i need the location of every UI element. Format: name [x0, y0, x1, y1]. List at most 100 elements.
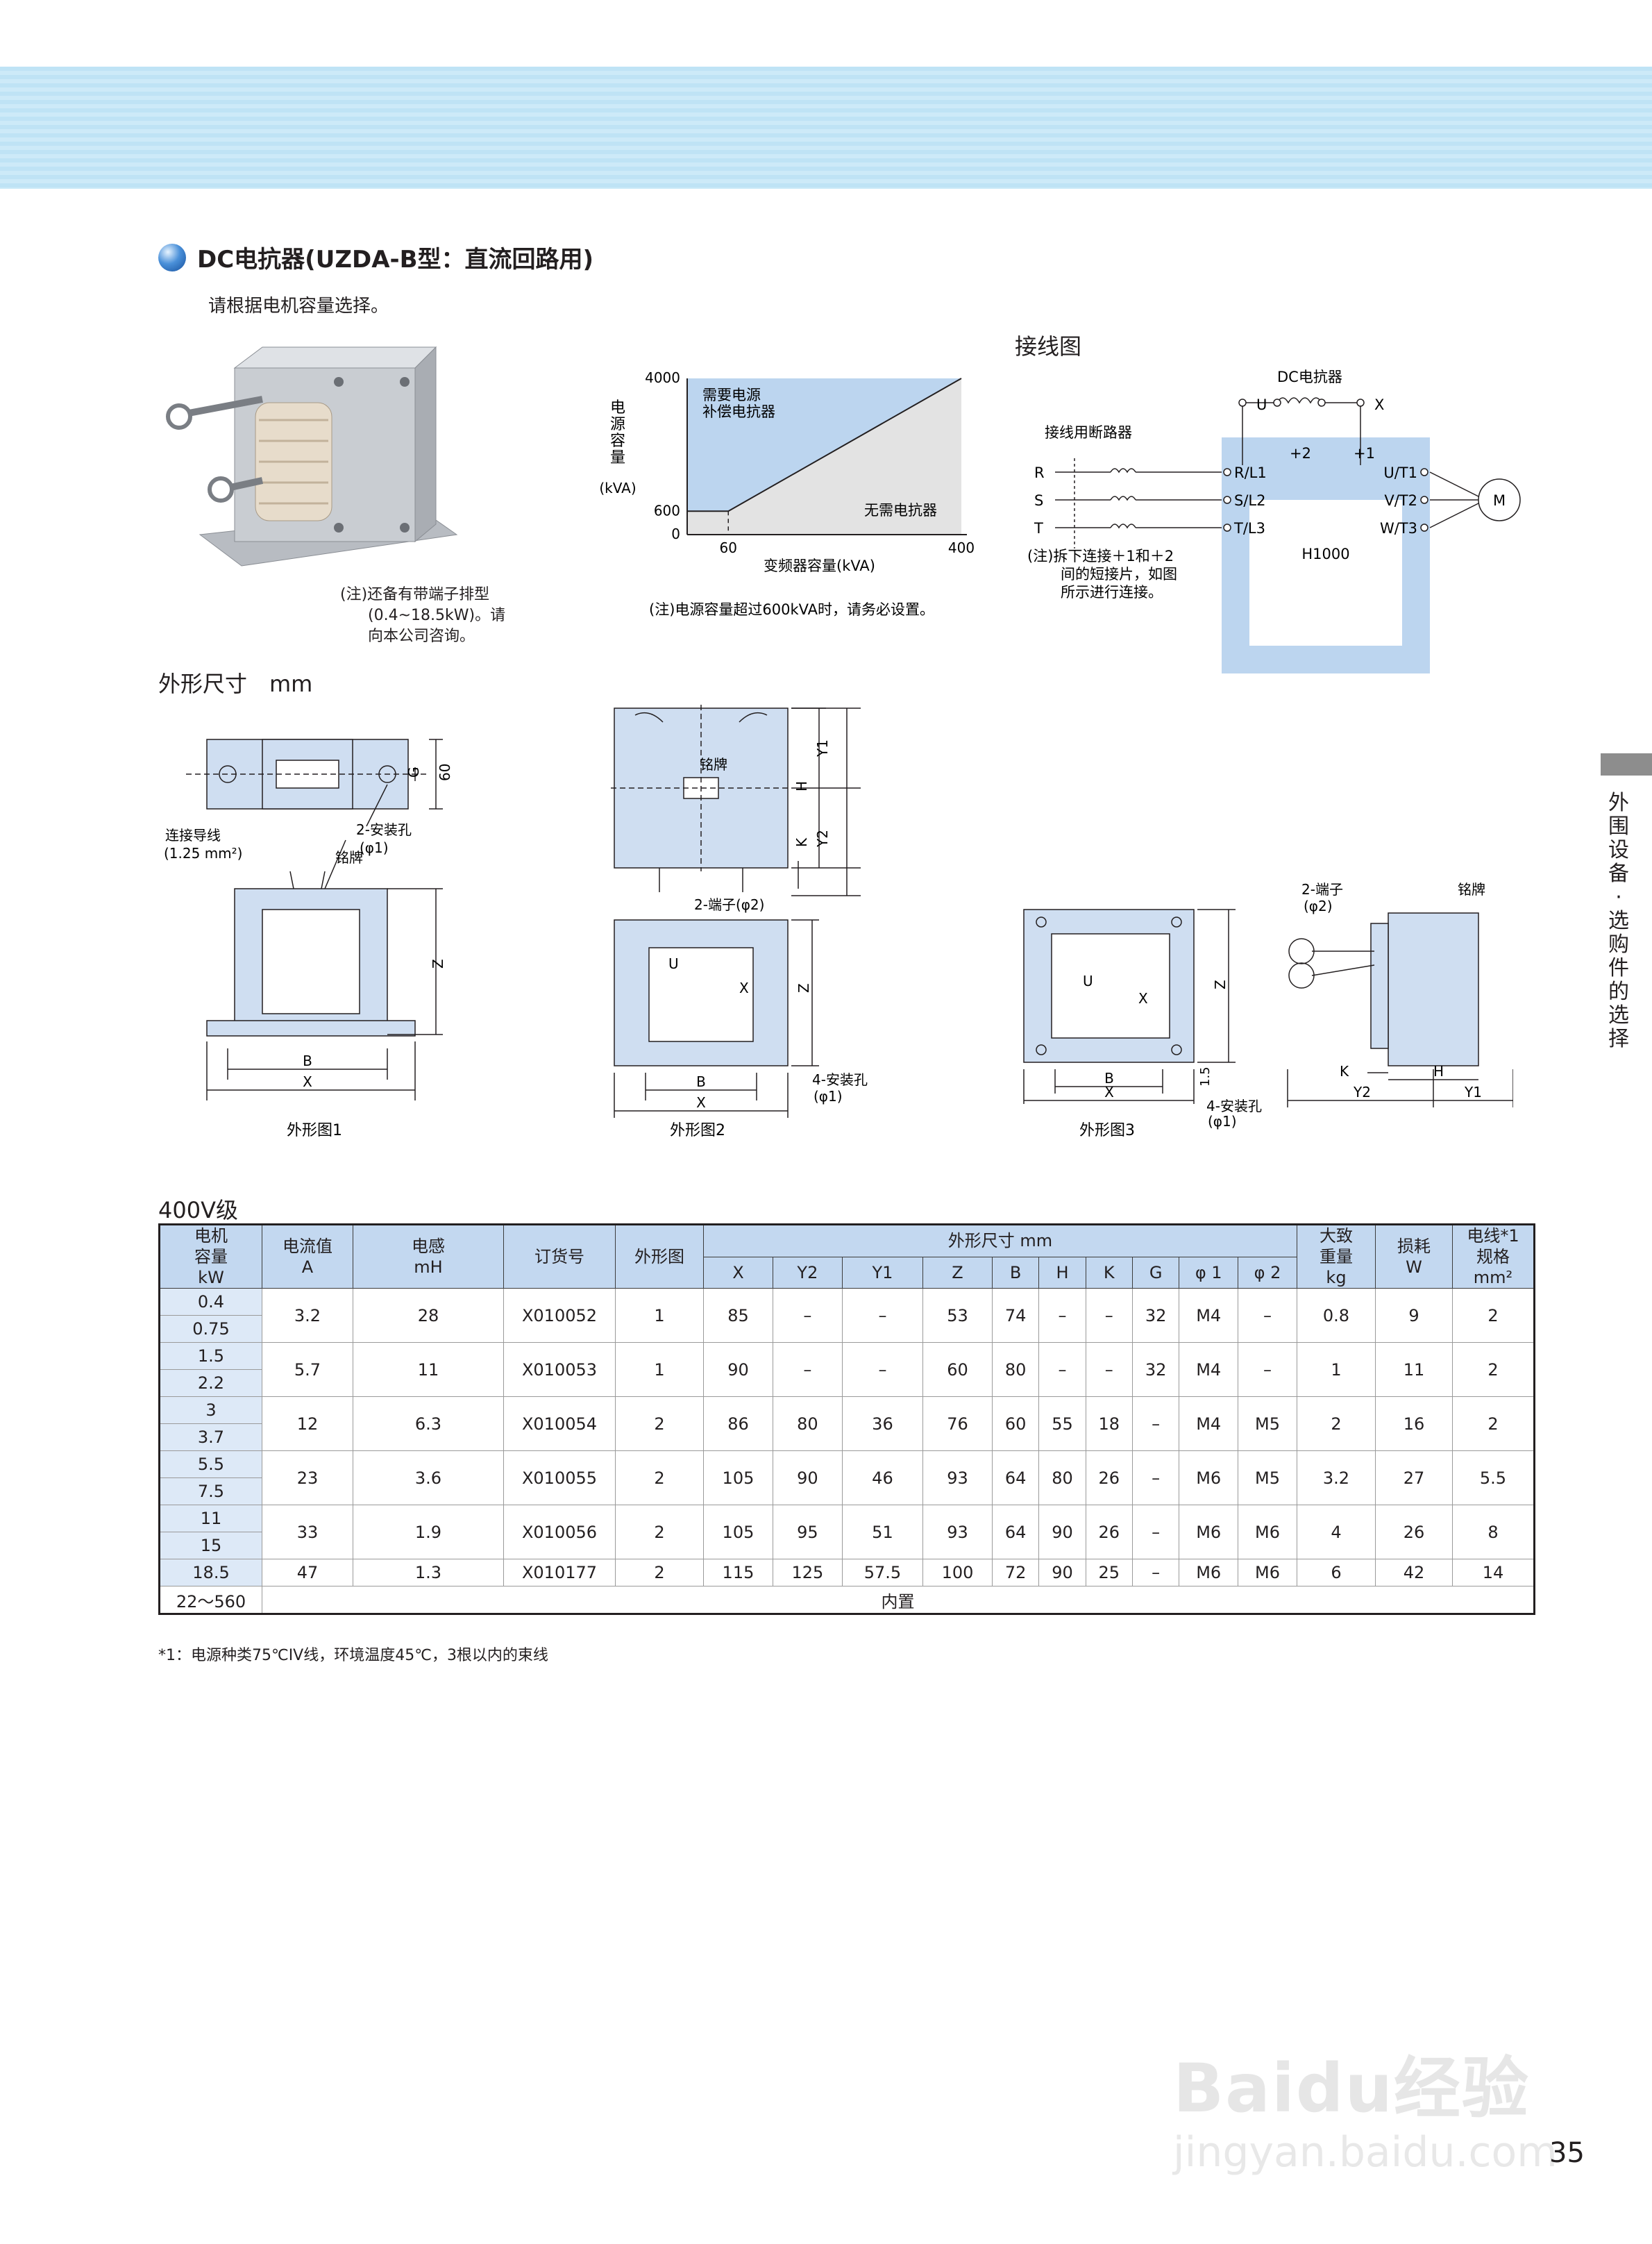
th-line: 电感 — [412, 1237, 445, 1256]
dim-x: X — [303, 1073, 312, 1090]
dim-z: Z — [795, 983, 812, 993]
motor-label: M — [1493, 492, 1506, 509]
table-cell: 46 — [841, 1450, 924, 1505]
section-title-text: DC电抗器(UZDA-B型：直流回路用) — [197, 246, 594, 274]
wiring-note-line: 间的短接片，如图 — [1061, 566, 1177, 583]
table-cell: 115 — [703, 1559, 773, 1586]
side-tab-text: 外 围 设 备 · 选 购 件 的 选 择 — [1605, 792, 1633, 1051]
table-cell: – — [772, 1342, 843, 1397]
th-inductance: 电感 mH — [353, 1224, 504, 1289]
table-cell: 26 — [1085, 1505, 1133, 1559]
dim-x: X — [696, 1094, 706, 1111]
th-dim: 外形尺寸 mm — [703, 1224, 1297, 1257]
terminal-x-mark: X — [739, 980, 749, 996]
table-cell: 2 — [615, 1559, 704, 1586]
table-cell: X010056 — [503, 1505, 616, 1559]
th-line: mH — [414, 1257, 443, 1277]
terminal-x-mark: X — [1138, 990, 1148, 1007]
drive-label: H1000 — [1301, 546, 1349, 562]
cell-kw: 0.4 — [159, 1288, 262, 1316]
table-cell: 1 — [1297, 1342, 1376, 1397]
th-weight: 大致 重量 kg — [1297, 1224, 1376, 1289]
side-char: 选 — [1608, 1003, 1629, 1028]
table-cell: – — [1085, 1288, 1133, 1343]
table-cell: 90 — [703, 1342, 773, 1397]
table-cell: 11 — [1375, 1342, 1453, 1397]
table-cell: M6 — [1238, 1505, 1297, 1559]
table-cell: 5.5 — [1452, 1450, 1535, 1505]
terminal-u-t1: U/T1 — [1383, 464, 1417, 481]
side-char: 外 — [1608, 791, 1629, 815]
cell-kw: 3.7 — [159, 1423, 262, 1451]
phase-s: S — [1034, 492, 1043, 509]
holes4-phi: (φ1) — [814, 1088, 843, 1105]
table-cell: – — [1131, 1450, 1180, 1505]
table-cell: 5.7 — [262, 1342, 353, 1397]
table-row: 2.2 — [159, 1369, 1535, 1397]
y-unit: (kVA) — [599, 480, 636, 496]
th-line: 电流值 — [283, 1237, 332, 1256]
table-cell: 4 — [1297, 1505, 1376, 1559]
th-code: 订货号 — [503, 1224, 616, 1289]
nameplate-label: 铭牌 — [1458, 881, 1485, 898]
holes4-label: 4-安装孔 — [1206, 1098, 1262, 1114]
terminal-s-l2: S/L2 — [1234, 492, 1265, 509]
table-row: 15 — [159, 1532, 1535, 1559]
th-line: A — [301, 1257, 314, 1277]
region-need-label: 需要电源 — [702, 387, 761, 403]
y-tick-4000: 4000 — [645, 369, 680, 386]
th-line: 电线*1 — [1467, 1226, 1519, 1246]
capacity-chart: 电 源 容 量 (kVA) 4000 600 0 60 400 需要电源 补偿电… — [599, 369, 975, 618]
cell-kw: 15 — [159, 1532, 262, 1559]
th-dim-col: Y1 — [841, 1256, 924, 1289]
table-cell: – — [1085, 1342, 1133, 1397]
lead-size: (1.25 mm²) — [164, 845, 242, 862]
term2-label: 2-端子(φ2) — [694, 896, 764, 913]
terminal-w-t3: W/T3 — [1380, 520, 1417, 537]
table-cell: 2 — [1452, 1288, 1535, 1343]
table-cell: 1.3 — [353, 1559, 504, 1586]
terminal-plus2: +2 — [1290, 445, 1311, 462]
region-need-label: 补偿电抗器 — [702, 403, 775, 420]
holes2-label: 2-安装孔 — [356, 821, 412, 838]
th-dim-col: H — [1038, 1256, 1086, 1289]
x-axis-label: 变频器容量(kVA) — [764, 558, 875, 574]
side-char: 选 — [1608, 909, 1629, 933]
table-cell: 6.3 — [353, 1396, 504, 1451]
wiring-note-line: (注)拆下连接＋1和＋2 — [1027, 548, 1174, 564]
dims-title: 外形尺寸 mm — [158, 671, 313, 697]
table-cell: 2 — [615, 1505, 704, 1559]
fig2-caption: 外形图2 — [670, 1122, 725, 1139]
th-wire: 电线*1 规格 mm² — [1452, 1224, 1535, 1289]
region-need-reactor — [687, 378, 961, 512]
fig3-caption: 外形图3 — [1079, 1122, 1135, 1139]
terminal-x: X — [1374, 396, 1384, 413]
watermark-url: jingyan.baidu.com — [1173, 2128, 1558, 2177]
table-row: 7.5 — [159, 1477, 1535, 1505]
table-cell: – — [772, 1288, 843, 1343]
dim-g: G — [405, 767, 422, 778]
terminal-v-t2: V/T2 — [1384, 492, 1417, 509]
table-cell: 64 — [991, 1450, 1040, 1505]
outline-figure-2: 铭牌 Y1 H K Y2 2-端子(φ2) U X Z B X 4-安装孔 (φ… — [611, 705, 868, 1139]
cell-builtin: 内置 — [262, 1586, 1535, 1614]
terminal-r-l1: R/L1 — [1234, 464, 1267, 481]
region-no-label: 无需电抗器 — [864, 502, 937, 519]
photo-note-line: (0.4~18.5kW)。请 — [368, 607, 506, 624]
reactor-label: DC电抗器 — [1277, 369, 1342, 385]
th-dim-col: Z — [922, 1256, 993, 1289]
table-cell: 100 — [922, 1559, 993, 1586]
th-current: 电流值 A — [262, 1224, 353, 1289]
table-cell: 11 — [353, 1342, 504, 1397]
th-line: mm² — [1473, 1268, 1513, 1287]
table-cell: M5 — [1238, 1450, 1297, 1505]
photo-note-line: 向本公司咨询。 — [368, 628, 475, 645]
table-cell: 42 — [1375, 1559, 1453, 1586]
th-dim-col: X — [703, 1256, 773, 1289]
terminal-plus1: +1 — [1354, 445, 1375, 462]
table-cell: X010054 — [503, 1396, 616, 1451]
phase-t: T — [1034, 520, 1043, 537]
table-cell: 36 — [841, 1396, 924, 1451]
